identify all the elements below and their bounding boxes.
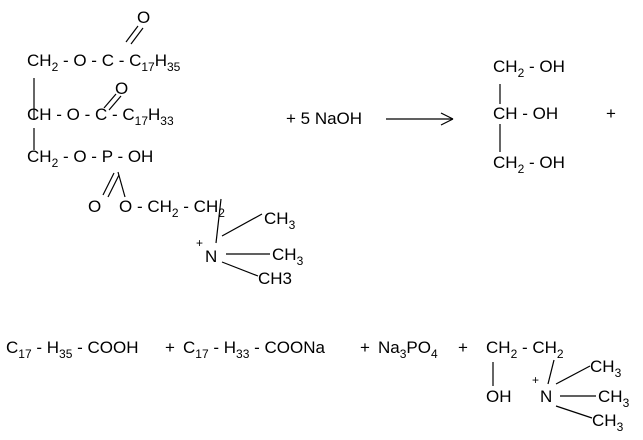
ester2-double-bond-b bbox=[108, 95, 122, 111]
choline-ch3-b: CH3 bbox=[598, 387, 630, 410]
phosphoryl-double-bond-b bbox=[107, 174, 120, 198]
choline-product: CH2 - CH2 OH + N CH3 CH3 CH3 bbox=[486, 338, 630, 434]
plus-2: + bbox=[360, 338, 370, 357]
glycerol-row1: CH2 - OH bbox=[493, 57, 565, 80]
sodium-phosphate: Na3PO4 bbox=[378, 338, 438, 361]
ester2-carbonyl-o: O bbox=[115, 79, 128, 98]
ch2-n-bond bbox=[215, 198, 222, 244]
n-ch3-bond-a bbox=[221, 213, 263, 237]
choline-n: N bbox=[205, 247, 217, 266]
p-o-bond bbox=[117, 171, 126, 198]
stearic-acid: C17 - H35 - COOH bbox=[6, 338, 139, 361]
choline-plus: + bbox=[196, 236, 203, 250]
choline-product-plus: + bbox=[532, 373, 539, 387]
choline-ch2-row: CH2 - CH2 bbox=[486, 338, 564, 361]
ch3-a: CH3 bbox=[264, 209, 296, 232]
phosphoryl-o: O bbox=[88, 197, 101, 216]
ch3-b: CH3 bbox=[272, 245, 304, 268]
ch3-c: CH3 bbox=[258, 269, 292, 288]
ester2-double-bond-a bbox=[103, 93, 117, 109]
reactant-row4: O - CH2 - CH2 bbox=[119, 197, 225, 220]
n-ch3-bond-c bbox=[221, 261, 259, 277]
phosphoryl-double-bond-a bbox=[102, 172, 115, 196]
choline-n-ch3-bond-a bbox=[555, 365, 591, 385]
choline-n-ch3-bond-c bbox=[555, 405, 593, 419]
choline-ch2-n-bond bbox=[547, 359, 555, 385]
plus-3: + bbox=[458, 338, 468, 357]
reagent-naoh: + 5 NaOH bbox=[286, 109, 362, 128]
glycerol-row3: CH2 - OH bbox=[493, 153, 565, 176]
reactant-row3: CH2 - O - P - OH bbox=[27, 147, 153, 170]
choline-ch3-c: CH3 bbox=[592, 411, 624, 434]
plus-1: + bbox=[165, 338, 175, 357]
glycerol-row2: CH - OH bbox=[493, 104, 558, 123]
reactant-phospholipid: O CH2 - O - C - C17H35 O CH - O - C - C1… bbox=[27, 8, 304, 288]
ester1-double-bond-a bbox=[125, 25, 139, 43]
plus-continuation: + bbox=[606, 104, 616, 123]
reactant-row1: CH2 - O - C - C17H35 bbox=[27, 51, 181, 74]
ester1-carbonyl-o: O bbox=[137, 8, 150, 27]
products: C17 - H35 - COOH + C17 - H33 - COONa + N… bbox=[6, 338, 630, 434]
reactant-row2: CH - O - C - C17H33 bbox=[27, 105, 174, 128]
ester1-double-bond-b bbox=[130, 27, 144, 45]
choline-ch3-a: CH3 bbox=[590, 357, 622, 380]
sodium-oleate: C17 - H33 - COONa bbox=[183, 338, 325, 361]
reaction-arrow bbox=[386, 112, 454, 126]
choline-oh: OH bbox=[486, 387, 512, 406]
choline-product-n: N bbox=[540, 387, 552, 406]
glycerol: CH2 - OH CH - OH CH2 - OH bbox=[493, 57, 565, 176]
